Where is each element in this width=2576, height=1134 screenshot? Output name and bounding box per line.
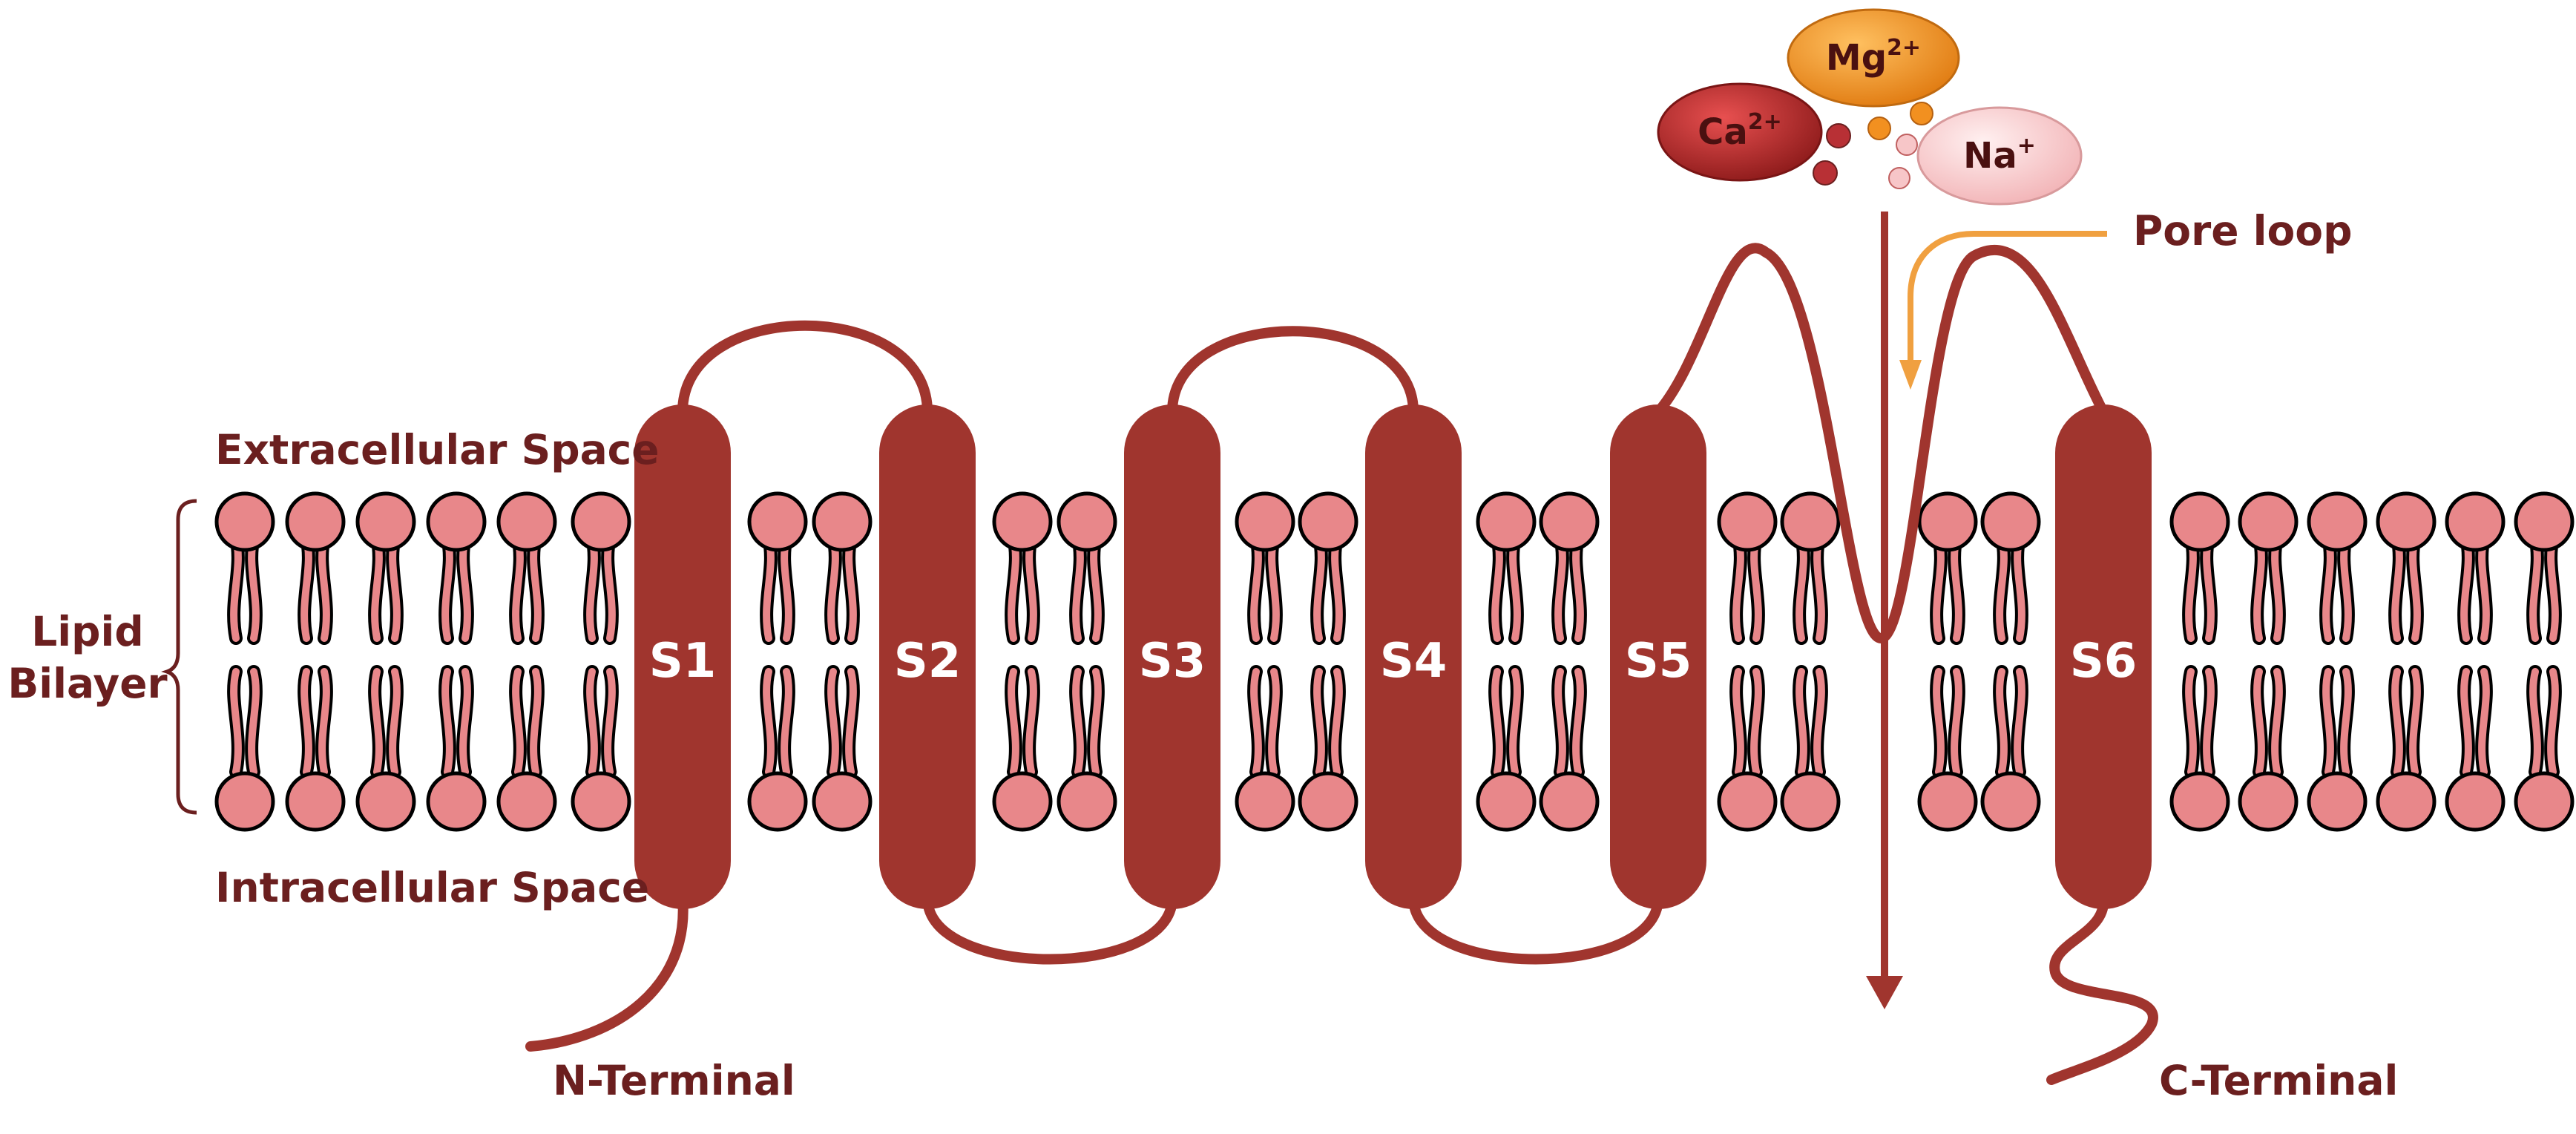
lipid-head (2514, 491, 2575, 552)
lipid-head (214, 771, 275, 832)
lipid-head (571, 771, 631, 832)
lipid-head (355, 491, 416, 552)
segment-s1-label: S1 (649, 634, 717, 689)
lipid-head (1917, 491, 1978, 552)
ca-particle (1826, 123, 1851, 148)
lipid-head (2238, 771, 2299, 832)
na-ion: Na+ (1916, 106, 2083, 206)
lipid-head (1917, 771, 1978, 832)
lipid-head (812, 771, 873, 832)
lipid-head (747, 491, 808, 552)
lipid-head (285, 491, 346, 552)
extracellular-label: Extracellular Space (215, 426, 660, 473)
loop-s2-s3 (922, 893, 1177, 965)
segment-s3-label: S3 (1139, 634, 1206, 689)
lipid-head (1476, 771, 1537, 832)
mg-particle (1867, 117, 1891, 140)
svg-text:Mg2+: Mg2+ (1826, 35, 1921, 79)
lipid-head (2376, 771, 2437, 832)
lipid-head (1539, 491, 1600, 552)
pore-loop-label: Pore loop (2133, 207, 2352, 255)
n-terminal-label: N-Terminal (553, 1057, 795, 1104)
lipid-head (812, 491, 873, 552)
lipid-head (1780, 491, 1841, 552)
segment-s3: S3 (1124, 404, 1220, 909)
lipid-bilayer-bracket (161, 499, 197, 815)
mg-ion-charge: 2+ (1887, 35, 1921, 61)
lipid-head (2169, 491, 2230, 552)
lipid-head (355, 771, 416, 832)
lipid-head (747, 771, 808, 832)
lipid-head (1235, 491, 1295, 552)
lipid-head (1235, 771, 1295, 832)
pore-loop-pointer (1899, 231, 2107, 390)
na-particle (1888, 167, 1910, 189)
n-terminal-tail (525, 893, 689, 1052)
segment-s4: S4 (1365, 404, 1462, 909)
lipid-label: Lipid (31, 608, 144, 655)
loop-s3-s4 (1167, 326, 1419, 417)
ca-particle (1813, 160, 1838, 186)
segment-s1: S1 (634, 404, 731, 909)
lipid-head (496, 771, 557, 832)
na-ion-label: Na (1963, 135, 2017, 177)
lipid-head (2169, 771, 2230, 832)
segment-s6-label: S6 (2070, 634, 2138, 689)
lipid-head (426, 491, 487, 552)
lipid-head (1780, 771, 1841, 832)
lipid-head (285, 771, 346, 832)
lipid-head (1717, 491, 1778, 552)
ion-flow-arrow (1866, 212, 1903, 1009)
lipid-head (1057, 491, 1117, 552)
lipid-bilayer (214, 491, 2575, 832)
bilayer-label: Bilayer (7, 660, 167, 707)
segment-s2-label: S2 (894, 634, 962, 689)
lipid-head (2514, 771, 2575, 832)
lipid-head (214, 491, 275, 552)
ca-ion-label: Ca (1698, 111, 1748, 153)
lipid-head (496, 491, 557, 552)
lipid-head (571, 491, 631, 552)
svg-text:Ca2+: Ca2+ (1698, 109, 1782, 153)
ion-cluster: Na+ Ca2+ Mg2+ (1657, 8, 2083, 206)
svg-text:Na+: Na+ (1963, 133, 2036, 177)
lipid-head (2307, 491, 2368, 552)
segment-s2: S2 (879, 404, 976, 909)
c-terminal-label: C-Terminal (2159, 1057, 2398, 1104)
lipid-head (1717, 771, 1778, 832)
lipid-head (1057, 771, 1117, 832)
mg-ion-label: Mg (1826, 37, 1887, 79)
ca-ion-charge: 2+ (1748, 109, 1782, 135)
lipid-head (1539, 771, 1600, 832)
intracellular-label: Intracellular Space (215, 864, 649, 911)
lipid-head (426, 771, 487, 832)
lipid-head (2376, 491, 2437, 552)
segment-s4-label: S4 (1380, 634, 1448, 689)
lipid-head (2445, 491, 2506, 552)
lipid-head (1298, 491, 1358, 552)
ca-ion: Ca2+ (1657, 82, 1823, 182)
segment-s5: S5 (1610, 404, 1706, 909)
c-terminal-tail (2046, 893, 2158, 1085)
na-ion-charge: + (2017, 133, 2036, 159)
lipid-head (2445, 771, 2506, 832)
lipid-head (1476, 491, 1537, 552)
loop-s4-s5 (1408, 893, 1663, 965)
segment-s6: S6 (2055, 404, 2152, 909)
mg-particle (1910, 102, 1933, 125)
lipid-head (1980, 771, 2041, 832)
segment-s5-label: S5 (1625, 634, 1692, 689)
lipid-head (992, 771, 1053, 832)
loop-s1-s2 (677, 320, 933, 417)
lipid-head (2238, 491, 2299, 552)
lipid-head (992, 491, 1053, 552)
lipid-head (1298, 771, 1358, 832)
na-particle (1896, 134, 1918, 156)
lipid-head (1980, 491, 2041, 552)
lipid-head (2307, 771, 2368, 832)
mg-ion: Mg2+ (1787, 8, 1960, 108)
